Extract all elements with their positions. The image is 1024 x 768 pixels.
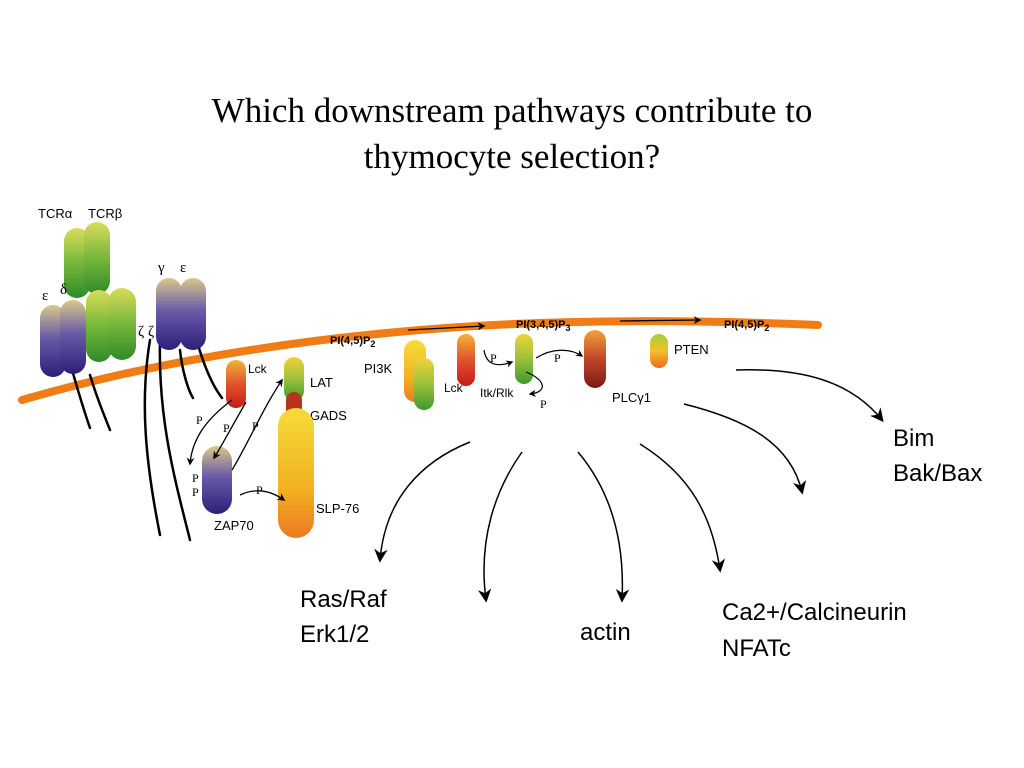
arrow-unlabeled bbox=[477, 451, 523, 603]
itk-plc-arrows bbox=[483, 349, 584, 397]
phospho-p2: P bbox=[223, 421, 230, 435]
cd3-tails bbox=[70, 338, 224, 542]
pten-protein bbox=[650, 334, 668, 368]
lck-label-1: Lck bbox=[248, 362, 268, 376]
tcr-alpha-label: TCRα bbox=[38, 206, 73, 221]
pip2-right-label: PI(4,5)P2 bbox=[724, 319, 769, 333]
phospho-p7: P bbox=[490, 351, 497, 365]
cd3-epsilon-right bbox=[180, 278, 206, 350]
arrow-bim bbox=[735, 369, 884, 423]
slp76-label: SLP-76 bbox=[316, 501, 359, 516]
phospho-p8: P bbox=[554, 351, 561, 365]
phospho-p9: P bbox=[540, 397, 547, 411]
bak-bax-label: Bak/Bax bbox=[893, 460, 982, 487]
pten-label: PTEN bbox=[674, 342, 709, 357]
zap70-protein bbox=[202, 446, 232, 514]
delta-label: δ bbox=[60, 282, 67, 298]
lipid-conversion-arrows bbox=[407, 316, 702, 331]
tcr-beta-label: TCRβ bbox=[88, 206, 122, 221]
lat-label: LAT bbox=[310, 375, 333, 390]
erk-label: Erk1/2 bbox=[300, 621, 369, 648]
arrow-actin bbox=[577, 451, 630, 603]
arrow-unlabeled-2 bbox=[683, 403, 807, 495]
lck-protein-2 bbox=[457, 334, 475, 386]
phospho-p1: P bbox=[196, 413, 203, 427]
tcr-beta-bottom bbox=[108, 288, 136, 360]
itk-label: Itk/Rlk bbox=[480, 386, 514, 400]
tcr-alpha-bottom bbox=[86, 290, 112, 362]
plcg1-label: PLCγ1 bbox=[612, 390, 651, 405]
pip3-label: PI(3,4,5)P3 bbox=[516, 319, 571, 333]
phospho-p5: P bbox=[192, 485, 199, 499]
epsilon-right-label: ε bbox=[180, 260, 186, 276]
itk-protein bbox=[515, 334, 533, 384]
cd3-gamma bbox=[156, 278, 182, 350]
bim-label: Bim bbox=[893, 425, 934, 452]
zeta-label: ζ ζ bbox=[138, 324, 154, 340]
ras-raf-label: Ras/Raf bbox=[300, 586, 387, 613]
epsilon-left-label: ε bbox=[42, 288, 48, 304]
proximal-kinase-arrows bbox=[186, 378, 286, 501]
lck-protein-1 bbox=[226, 360, 246, 408]
arrow-ras-raf bbox=[374, 441, 471, 563]
ca-calcineurin-label: Ca2+/Calcineurin bbox=[722, 599, 907, 626]
gamma-label: γ bbox=[157, 260, 165, 276]
downstream-arrows bbox=[374, 369, 884, 603]
phospho-p3: P bbox=[252, 419, 259, 433]
title-line-2: thymocyte selection? bbox=[363, 137, 661, 176]
pip2-left-label: PI(4,5)P2 bbox=[330, 335, 375, 349]
pi3k-protein-bottom bbox=[414, 358, 434, 410]
cd3-epsilon-left bbox=[40, 305, 66, 377]
pi3k-label: PI3K bbox=[364, 361, 393, 376]
plcg1-protein bbox=[584, 330, 606, 388]
cd3-delta bbox=[60, 300, 86, 374]
tcr-beta-top bbox=[84, 222, 110, 294]
title-line-1: Which downstream pathways contribute to bbox=[211, 91, 813, 130]
lck-label-2: Lck bbox=[444, 381, 464, 395]
arrow-calcineurin bbox=[639, 443, 726, 573]
zap70-label: ZAP70 bbox=[214, 518, 254, 533]
gads-label: GADS bbox=[310, 408, 347, 423]
actin-label: actin bbox=[580, 619, 631, 646]
slide-title: Which downstream pathways contribute to … bbox=[0, 88, 1024, 180]
slp76-protein bbox=[278, 408, 314, 538]
nfatc-label: NFATc bbox=[722, 635, 791, 662]
tcr-alpha-top bbox=[64, 228, 90, 298]
phospho-p4: P bbox=[192, 471, 199, 485]
phospho-p6: P bbox=[256, 483, 263, 497]
lat-protein bbox=[284, 357, 304, 401]
